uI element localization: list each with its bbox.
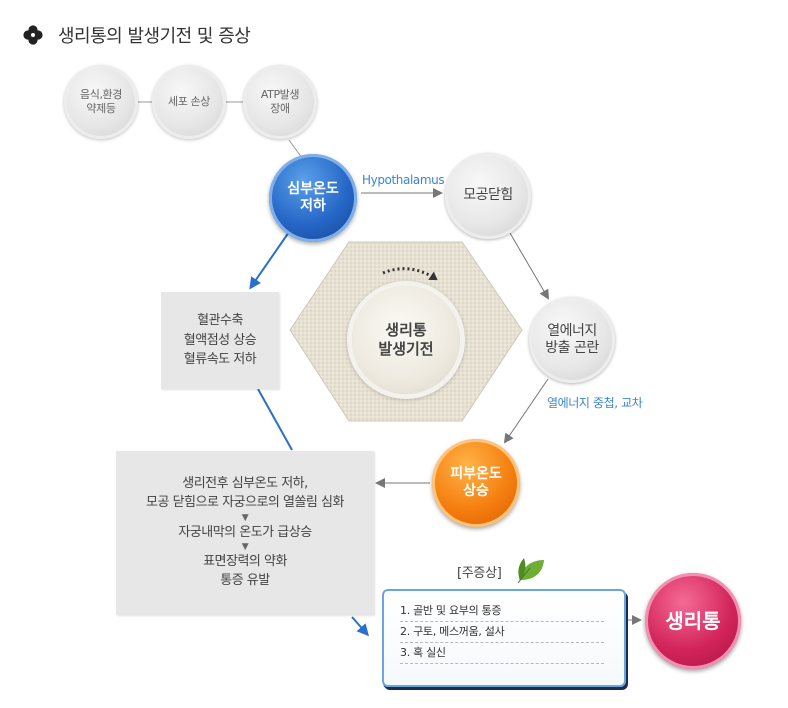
node-center-mechanism: 생리통 발생기전: [352, 286, 460, 394]
symptom-item-2: 2. 구토, 메스꺼움, 설사: [400, 622, 604, 643]
node-pore-close: 모공닫힘: [445, 153, 531, 239]
node-cell-damage: 세포 손상: [152, 65, 226, 139]
node-skin-temp-up: 피부온도 상승: [432, 439, 520, 527]
process-down-arrow-2: ▼: [241, 542, 249, 553]
node-core-temp-down: 심부온도 저하: [269, 154, 357, 242]
process-step1-line2: 모공 닫힘으로 자궁으로의 열쏠림 심화: [146, 494, 344, 510]
symptoms-box: 1. 골반 및 요부의 통증 2. 구토, 메스꺼움, 설사 3. 혹 실신: [382, 589, 626, 687]
process-down-arrow-1: ▼: [241, 512, 249, 523]
label-heat-accum: 열에너지 중첩, 교차: [547, 396, 643, 410]
cycle-dotted-arrow: [382, 267, 438, 281]
clover-icon: [23, 25, 43, 45]
symptoms-heading: [주증상]: [457, 566, 502, 581]
node-food-env: 음식,환경 약제등: [64, 65, 138, 139]
node-pain: 생리통: [645, 573, 741, 669]
process-box: 생리전후 심부온도 저하, 모공 닫힘으로 자궁으로의 열쏠림 심화 ▼ 자궁내…: [116, 451, 374, 615]
vessel-line-2: 혈액점성 상승: [183, 332, 257, 348]
vessel-line-3: 혈류속도 저하: [183, 352, 257, 368]
leaf-icon: [517, 558, 544, 584]
node-heat-release: 열에너지 방출 곤란: [529, 297, 615, 383]
symptom-item-3: 3. 혹 실신: [400, 643, 604, 664]
process-step3-line2: 통증 유발: [220, 573, 270, 589]
arrow-process-to-symptoms: [351, 616, 369, 637]
process-step1-line1: 생리전후 심부온도 저하,: [182, 476, 308, 492]
arrow-vessel-to-process: [257, 388, 293, 451]
symptom-item-1: 1. 골반 및 요부의 통증: [400, 601, 604, 622]
vessel-line-1: 혈관수축: [197, 313, 243, 329]
process-step2: 자궁내막의 온도가 급상승: [178, 524, 312, 540]
arrow-heat-to-skin: [503, 378, 549, 444]
process-step3-line1: 표면장력의 약화: [203, 554, 287, 570]
label-hypothalamus: Hypothalamus: [362, 173, 445, 187]
vessel-box: 혈관수축 혈액점성 상승 혈류속도 저하: [161, 292, 279, 389]
page-title-row: 생리통의 발생기전 및 증상: [22, 20, 251, 50]
node-atp: ATP발생 장애: [243, 65, 317, 139]
arrow-core-to-vessel: [249, 231, 290, 290]
page-title: 생리통의 발생기전 및 증상: [58, 26, 251, 47]
arrow-pore-to-heat: [509, 232, 550, 300]
